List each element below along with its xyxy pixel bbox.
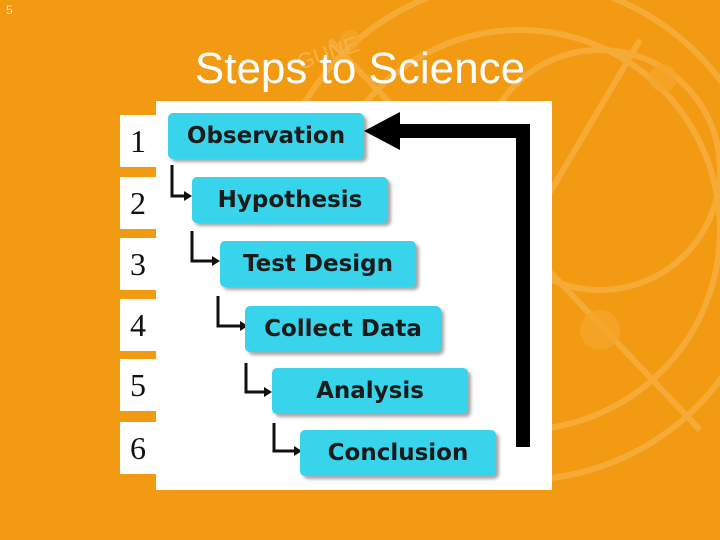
step-conclusion: Conclusion — [300, 430, 496, 476]
step-number-4: 4 — [120, 299, 156, 351]
slide-number: 5 — [6, 3, 13, 17]
step-number-2: 2 — [120, 177, 156, 229]
step-observation: Observation — [168, 113, 364, 159]
slide-title: Steps to Science — [194, 44, 526, 93]
step-test-design: Test Design — [220, 241, 416, 287]
step-number-1: 1 — [120, 115, 156, 167]
step-number-3: 3 — [120, 238, 156, 290]
step-hypothesis: Hypothesis — [192, 177, 388, 223]
step-analysis: Analysis — [272, 368, 468, 414]
flowchart-panel — [156, 101, 552, 490]
step-collect-data: Collect Data — [245, 306, 441, 352]
return-arrow-icon — [364, 112, 530, 447]
step-number-6: 6 — [120, 422, 156, 474]
elbow-arrow-icon — [170, 165, 296, 453]
flowchart-connectors — [170, 112, 530, 456]
step-number-5: 5 — [120, 359, 156, 411]
